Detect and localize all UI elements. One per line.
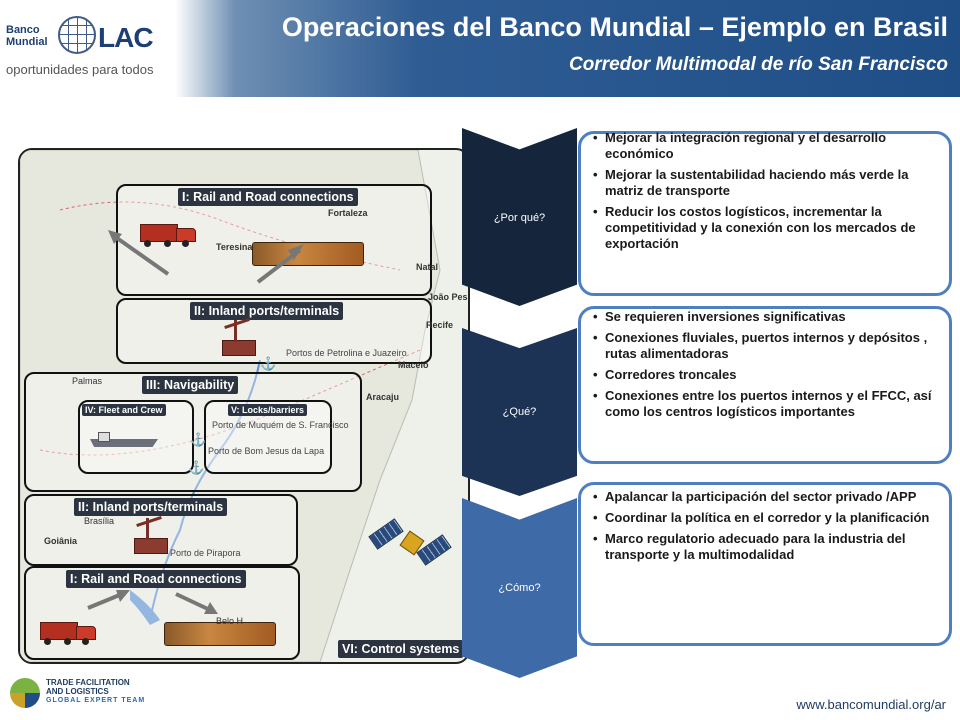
fleet-crew-label: IV: Fleet and Crew [82,404,166,416]
connection-arrows [87,590,218,614]
port-pirapora: Porto de Pirapora [170,548,241,558]
tfl-logo-text: TRADE FACILITATION AND LOGISTICS GLOBAL … [46,678,145,705]
what-chevron: ¿Qué? [462,328,577,496]
why-card: Mejorar la integración regional y el des… [578,130,952,296]
inland-ports-top-label: II: Inland ports/terminals [190,302,344,320]
tfl-emblem-icon [10,678,40,708]
how-bullet: Coordinar la política en el corredor y l… [591,510,943,526]
port-muquem: Porto de Muquém de S. Francisco [212,420,349,430]
why-label: ¿Por qué? [493,212,546,224]
what-bullet: Se requieren inversiones significativas [591,309,943,325]
crane-icon [132,516,168,554]
city-maceio: Maceió [398,360,429,370]
tfl-line3: GLOBAL EXPERT TEAM [46,697,146,704]
logo-tagline: oportunidades para todos [6,62,154,77]
trade-facilitation-logo: TRADE FACILITATION AND LOGISTICS GLOBAL … [10,676,170,716]
logo-org-line1: Banco [6,24,40,36]
train-icon [164,622,276,646]
city-recife: Recife [426,320,454,330]
logo-region: LAC [98,22,154,53]
city-goiania: Goiânia [44,536,78,546]
anchor-icon: ⚓ [188,460,205,475]
how-chevron: ¿Cómo? [462,498,577,678]
connection-arrows [108,230,304,284]
satellite-icon [368,512,452,572]
why-bullet: Mejorar la integración regional y el des… [591,130,943,162]
tfl-line1: TRADE FACILITATION [46,678,130,687]
port-bom-jesus: Porto de Bom Jesus da Lapa [208,446,325,456]
what-bullet: Corredores troncales [591,367,943,383]
logo-org-line2: Mundial [6,36,48,48]
city-palmas: Palmas [72,376,103,386]
locks-barriers-label: V: Locks/barriers [228,404,308,416]
what-label: ¿Qué? [502,406,537,418]
anchor-icon: ⚓ [190,432,207,447]
header-banner: Banco Mundial LAC oportunidades para tod… [0,0,960,97]
inland-ports-bottom-label: II: Inland ports/terminals [74,498,228,516]
train-icon [252,242,364,266]
what-bullet: Conexiones entre los puertos internos y … [591,388,943,420]
control-systems-label: VI: Control systems [338,640,464,658]
banco-mundial-lac-logo: Banco Mundial LAC oportunidades para tod… [6,14,156,77]
truck-icon [140,222,196,248]
what-card: Se requieren inversiones significativas … [578,306,952,464]
what-bullet: Conexiones fluviales, puertos internos y… [591,330,943,362]
page-title: Operaciones del Banco Mundial – Ejemplo … [281,12,948,42]
website-link[interactable]: www.bancomundial.org/ar [796,697,946,712]
truck-icon [40,620,96,646]
city-teresina: Teresina [216,242,253,252]
locks-barriers-box [204,400,332,474]
city-natal: Natal [416,262,439,272]
rail-road-top-label: I: Rail and Road connections [178,188,358,206]
corridor-map: I: Rail and Road connections Fortaleza T… [18,148,470,664]
city-belo-horizonte: Belo H [216,616,244,626]
why-bullet: Reducir los costos logísticos, increment… [591,204,943,252]
logo-org-name: Banco Mundial [6,24,48,48]
rail-road-bottom-label: I: Rail and Road connections [66,570,246,588]
how-bullet: Marco regulatorio adecuado para la indus… [591,531,943,563]
why-bullet: Mejorar la sustentabilidad haciendo más … [591,167,943,199]
tfl-line2: AND LOGISTICS [46,687,109,696]
city-brasilia: Brasília [84,516,115,526]
how-label: ¿Cómo? [498,582,541,594]
port-petrolina: Portos de Petrolina e Juazeiro [286,348,407,358]
navigability-label: III: Navigability [142,376,239,394]
city-fortaleza: Fortaleza [328,208,368,218]
city-aracaju: Aracaju [366,392,400,402]
how-bullet: Apalancar la participación del sector pr… [591,489,943,505]
crane-icon [220,318,256,356]
how-card: Apalancar la participación del sector pr… [578,482,952,646]
globe-icon [58,16,96,54]
anchor-icon: ⚓ [260,356,277,371]
page-subtitle: Corredor Multimodal de río San Francisco [568,54,948,75]
why-chevron: ¿Por qué? [462,128,577,306]
city-joao-pessoa: João Pessoa [428,292,468,302]
ship-icon [90,430,158,448]
